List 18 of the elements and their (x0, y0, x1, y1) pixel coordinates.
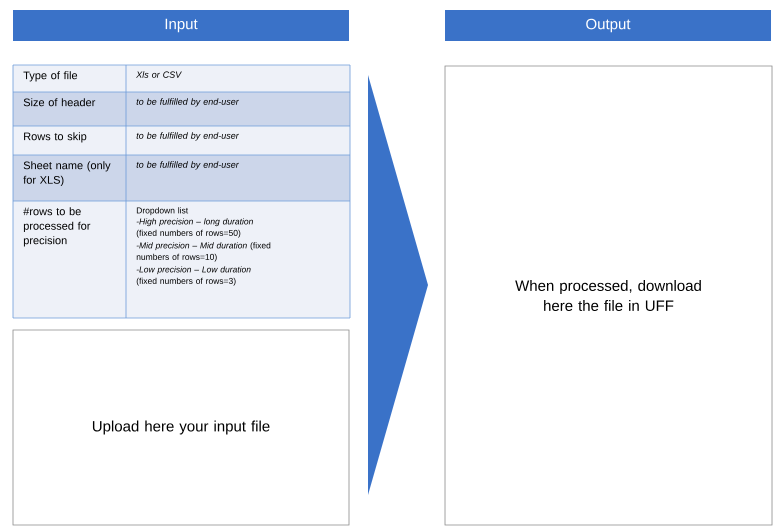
table-cell-text: to be fulfilled by end-user (136, 161, 240, 170)
header-band: Output (445, 10, 771, 41)
table-cell-text: Type of file (23, 71, 78, 82)
table-cell-text: Size of header (24, 98, 96, 106)
download-box: When processed, download here the file in UFF (444, 66, 772, 526)
table-cell-text: Sheet name (only for XLS) (23, 161, 111, 186)
table-cell-text: to be fulfilled by end-user (136, 98, 240, 107)
arrow-shape (368, 75, 428, 495)
table-cell-text: -Low precision – Low duration (fixed numbers of rows=3) (136, 266, 251, 286)
table-cell-text: -High precision – long duration (fixed numbers of rows=50) (136, 218, 253, 238)
table-cell-text: #rows to be processed for precision (23, 207, 90, 246)
table-cell-text: Xls or CSV (136, 71, 182, 78)
table-cell-text: to be fulfilled by end-user (136, 132, 240, 141)
table-cell-text: Rows to skip (24, 132, 86, 142)
table-cell-text: -Mid precision – Mid duration (fixed numbers of rows=10) (136, 242, 270, 262)
upload-box: Upload here your input file (12, 330, 350, 526)
header-band: Input (13, 10, 349, 41)
table-cell-text: Dropdown list (136, 207, 188, 216)
